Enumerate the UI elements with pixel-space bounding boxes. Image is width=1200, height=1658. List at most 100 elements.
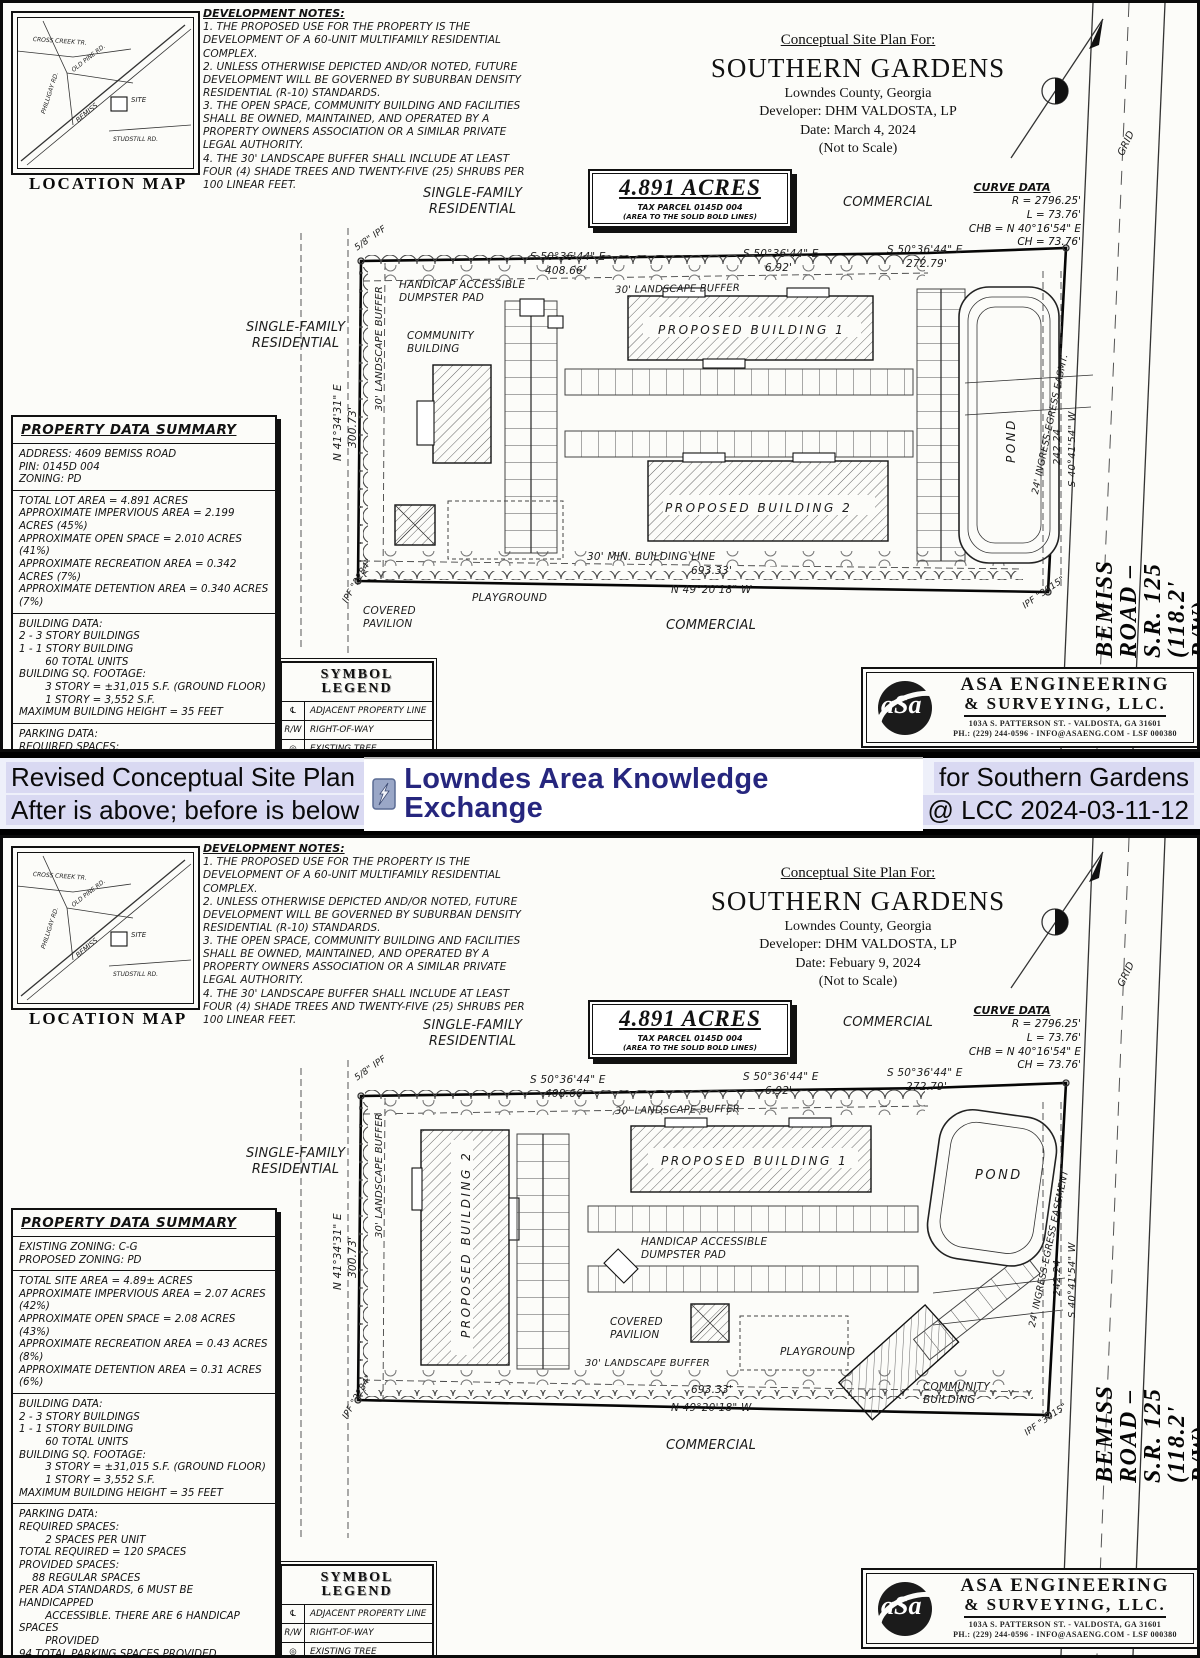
tax-parcel: TAX PARCEL 0145D 004: [637, 203, 743, 212]
development-notes-title: DEVELOPMENT NOTES:: [203, 7, 345, 20]
development-note: 1. THE PROPOSED USE FOR THE PROPERTY IS …: [203, 856, 501, 895]
firm-name: ASA ENGINEERING: [960, 674, 1170, 695]
acreage-value: 4.891 ACRES: [619, 1006, 761, 1031]
development-notes: DEVELOPMENT NOTES: 1. THE PROPOSED USE F…: [203, 7, 531, 192]
curve-data-line: CHB = N 40°16'54" E: [968, 222, 1081, 235]
development-note: 4. THE 30' LANDSCAPE BUFFER SHALL INCLUD…: [203, 987, 525, 1026]
plan-annotation: S 50°36'44" E: [887, 244, 963, 256]
project-developer: Developer: DHM VALDOSTA, LP: [759, 104, 957, 120]
plan-annotation: N 49°20'18" W: [671, 584, 752, 596]
plan-annotation: 30' LANDSCAPE BUFFER: [615, 282, 741, 296]
plan-annotation: SINGLE-FAMILY RESIDENTIAL: [246, 1146, 346, 1177]
legend-row: R/W RIGHT-OF-WAY: [282, 1623, 432, 1642]
plan-annotation: 242.24: [1052, 428, 1063, 465]
legend-symbol: ◎: [282, 1643, 305, 1655]
development-note: 2. UNLESS OTHERWISE DEPICTED AND/OR NOTE…: [203, 60, 521, 99]
plan-annotation: PLAYGROUND: [472, 592, 548, 604]
firm-name: ASA ENGINEERING: [960, 1575, 1170, 1596]
project-name: SOUTHERN GARDENS: [710, 885, 1006, 916]
development-note: 2. UNLESS OTHERWISE DEPICTED AND/OR NOTE…: [203, 895, 521, 934]
plan-annotation: 6.92': [765, 262, 793, 274]
location-map-label: STUDSTILL RD.: [113, 971, 159, 978]
legend-row: R/W RIGHT-OF-WAY: [282, 720, 432, 739]
plan-annotation: 30' LANDSCAPE BUFFER: [585, 1358, 710, 1369]
location-map-roads: [16, 20, 192, 166]
plan-annotation: S 50°36'44" E: [743, 248, 819, 260]
location-map-label: SITE: [131, 931, 147, 939]
property-data-section: BUILDING DATA: 2 - 3 STORY BUILDINGS 1 -…: [13, 1393, 275, 1503]
plan-annotation: 272.79': [906, 258, 948, 270]
property-data-section: TOTAL SITE AREA = 4.89± ACRES APPROXIMAT…: [13, 1270, 275, 1393]
firm-address: 103A S. PATTERSON ST. - VALDOSTA, GA 316…: [968, 1619, 1162, 1629]
legend-row: ◎ EXISTING TREE: [282, 739, 432, 749]
banner-caption-line3: for Southern Gardens: [933, 761, 1194, 793]
lake-logo: Lowndes Area Knowledge Exchange: [364, 756, 923, 831]
acreage-box: 4.891 ACRES TAX PARCEL 0145D 004 (AREA T…: [588, 169, 792, 228]
plan-annotation: SINGLE-FAMILY RESIDENTIAL: [423, 186, 523, 217]
legend-symbol: ◎: [282, 740, 305, 749]
development-note: 1. THE PROPOSED USE FOR THE PROPERTY IS …: [203, 21, 501, 60]
title-block: Conceptual Site Plan For: SOUTHERN GARDE…: [703, 862, 1013, 991]
plan-annotation: S 40°41'54" W: [1067, 411, 1078, 487]
plan-annotation: 30' LANDSCAPE BUFFER: [374, 286, 385, 411]
symbol-legend: SYMBOL LEGEND ℄ ADJACENT PROPERTY LINE R…: [277, 1561, 437, 1657]
plan-annotation: 300.73': [347, 406, 359, 448]
property-data-section: PARKING DATA: REQUIRED SPACES: 2 SPACES …: [13, 1503, 275, 1655]
banner-caption-line2: After is above; before is below: [6, 794, 365, 826]
plan-annotation: COVERED PAVILION: [610, 1316, 663, 1341]
site-plan-sheet-after: CROSS CREEK TR.OLD PINE RD.PHILLIGAY RD.…: [0, 0, 1200, 752]
location-map-title: LOCATION MAP: [29, 1009, 188, 1028]
legend-label: EXISTING TREE: [310, 1646, 377, 1657]
project-date: Date: March 4, 2024: [800, 122, 916, 138]
title-for-line: Conceptual Site Plan For:: [780, 32, 936, 48]
plan-annotation: S 50°36'44" E: [887, 1067, 963, 1079]
location-map-roads: [16, 855, 192, 1001]
curve-data-line: L = 73.76': [1026, 1031, 1081, 1044]
symbol-legend: SYMBOL LEGEND ℄ ADJACENT PROPERTY LINE R…: [277, 658, 437, 749]
plan-annotation: PROPOSED BUILDING 2: [665, 501, 853, 515]
project-scale: (Not to Scale): [818, 973, 898, 989]
plan-annotation: S 40°41'54" W: [1067, 1242, 1078, 1318]
site-plan-sheet-before: CROSS CREEK TR.OLD PINE RD.PHILLIGAY RD.…: [0, 835, 1200, 1658]
project-date: Date: Febuary 9, 2024: [795, 955, 921, 971]
development-note: 3. THE OPEN SPACE, COMMUNITY BUILDING AN…: [203, 100, 521, 152]
symbol-legend-title: SYMBOL LEGEND: [282, 663, 432, 702]
plan-annotation: POND: [975, 1168, 1023, 1183]
plan-annotation: PROPOSED BUILDING 1: [661, 1154, 849, 1168]
curve-data-line: CH = 73.76': [1017, 236, 1081, 249]
title-for-line: Conceptual Site Plan For:: [780, 865, 936, 881]
firm-address: 103A S. PATTERSON ST. - VALDOSTA, GA 316…: [968, 718, 1162, 728]
curve-data-line: L = 73.76': [1026, 208, 1081, 221]
firm-name-2: & SURVEYING, LLC.: [964, 1595, 1166, 1618]
curve-data-line: R = 2796.25': [1011, 1018, 1081, 1031]
location-map-label: SITE: [131, 96, 147, 104]
acreage-box: 4.891 ACRES TAX PARCEL 0145D 004 (AREA T…: [588, 1000, 792, 1059]
project-developer: Developer: DHM VALDOSTA, LP: [759, 937, 957, 953]
plan-annotation: COMMERCIAL: [666, 1438, 757, 1453]
acreage-value: 4.891 ACRES: [619, 175, 761, 200]
plan-annotation: 272.79': [906, 1081, 948, 1093]
location-map: CROSS CREEK TR.OLD PINE RD.PHILLIGAY RD.…: [11, 11, 200, 175]
plan-annotation: PLAYGROUND: [780, 1346, 856, 1358]
plan-annotation: S 50°36'44" E: [530, 1074, 606, 1086]
lake-logo-text: Lowndes Area Knowledge Exchange: [404, 762, 769, 824]
project-scale: (Not to Scale): [818, 140, 898, 156]
curve-data-title: CURVE DATA: [973, 1004, 1051, 1017]
legend-symbol: R/W: [282, 721, 305, 739]
comparison-banner: Revised Conceptual Site Plan After is ab…: [0, 752, 1200, 835]
firm-phone: PH.: (229) 244-0596 - INFO@ASAENG.COM - …: [953, 1630, 1177, 1640]
curve-data: CURVE DATA R = 2796.25'L = 73.76'CHB = N…: [943, 181, 1081, 250]
legend-symbol: R/W: [282, 1624, 305, 1642]
banner-caption-line1: Revised Conceptual Site Plan: [6, 761, 365, 793]
plan-annotation: PROPOSED BUILDING 2: [459, 1150, 473, 1338]
symbol-legend-title: SYMBOL LEGEND: [282, 1566, 432, 1605]
property-data-summary: PROPERTY DATA SUMMARY ADDRESS: 4609 BEMI…: [11, 415, 277, 749]
project-county: Lowndes County, Georgia: [784, 86, 932, 102]
legend-symbol: ℄: [282, 702, 305, 720]
plan-annotation: COMMERCIAL: [843, 195, 934, 210]
plan-annotation: S 50°36'44" E: [743, 1071, 819, 1083]
plan-annotation: COMMUNITY BUILDING: [407, 330, 474, 355]
curve-data: CURVE DATA R = 2796.25'L = 73.76'CHB = N…: [943, 1004, 1081, 1073]
legend-row: ◎ EXISTING TREE: [282, 1642, 432, 1657]
site-plan-drawing: [300, 838, 1166, 1655]
